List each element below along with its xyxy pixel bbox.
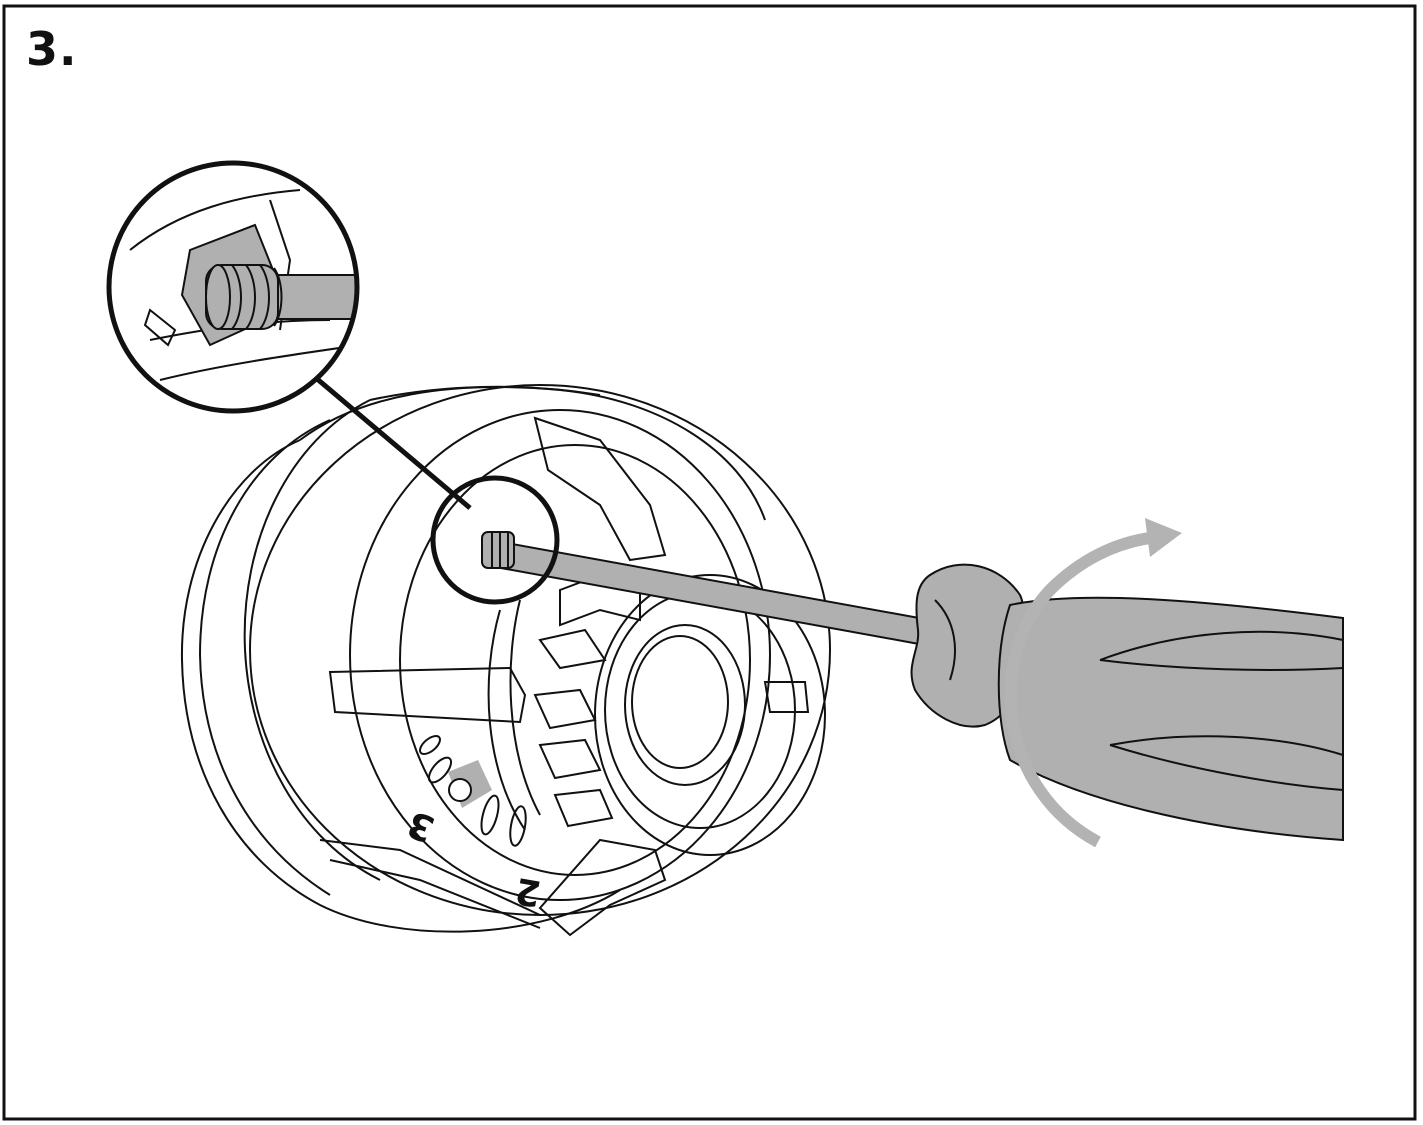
figure-border: [2, 4, 1417, 1121]
detail-zoom-circle: [106, 160, 560, 605]
screwdriver: [481, 531, 1344, 842]
step-number: 3.: [26, 22, 78, 76]
valve-body: [180, 384, 831, 937]
curved-arrow-clockwise-icon: [1004, 518, 1182, 848]
ring-mark-3: 3: [402, 802, 440, 849]
ring-mark-2: 2: [512, 869, 544, 914]
